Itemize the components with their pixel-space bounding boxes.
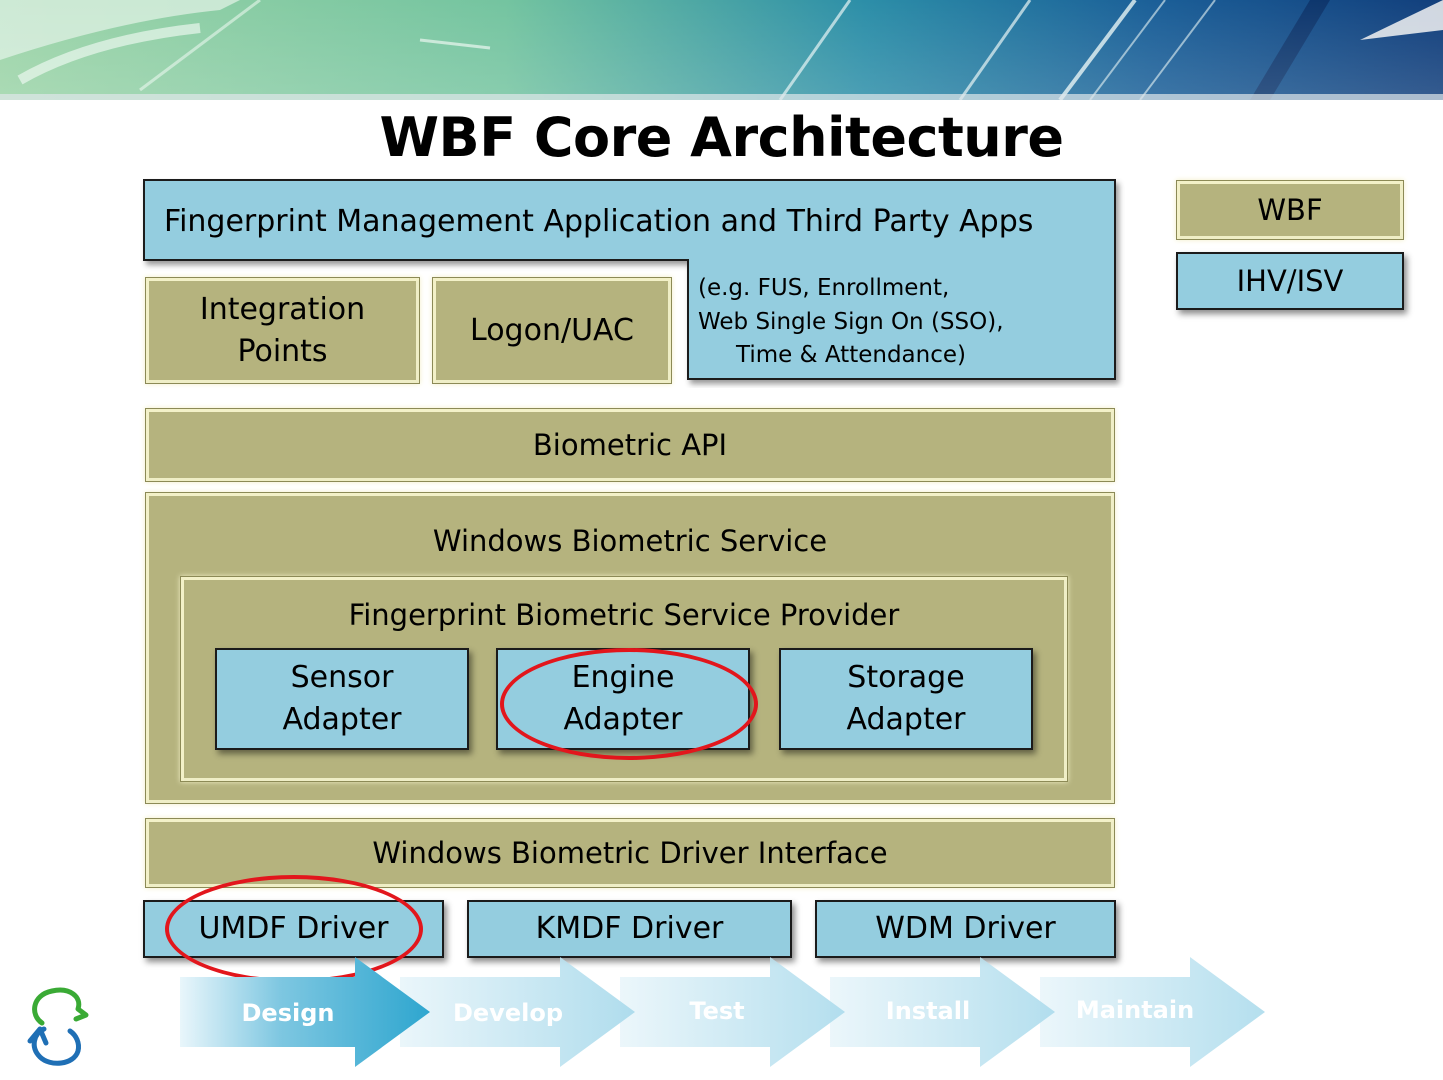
process-design: Design: [242, 999, 335, 1027]
legend-wbf: WBF: [1176, 180, 1404, 240]
kmdf-driver-label: KMDF Driver: [535, 911, 724, 946]
arrow-design: [180, 957, 430, 1067]
engine-adapter-highlight: [500, 648, 758, 760]
integration-points-box: Integration Points: [145, 277, 420, 384]
service-provider-label: Fingerprint Biometric Service Provider: [348, 598, 900, 632]
sensor-adapter-label: Sensor Adapter: [282, 660, 402, 737]
biometric-api-layer: Biometric API: [145, 408, 1115, 482]
arrow-maintain: [1040, 957, 1265, 1067]
logon-uac-box: Logon/UAC: [432, 277, 672, 384]
apps-label: Fingerprint Management Application and T…: [164, 204, 1034, 239]
kmdf-driver-box: KMDF Driver: [467, 900, 792, 958]
apps-example-3: Time & Attendance): [736, 342, 966, 368]
apps-example-1: (e.g. FUS, Enrollment,: [698, 275, 950, 301]
slide-title: WBF Core Architecture: [379, 106, 1064, 169]
arrow-install: [830, 957, 1055, 1067]
biometric-service-label: Windows Biometric Service: [432, 524, 828, 558]
storage-adapter-box: Storage Adapter: [779, 648, 1033, 750]
wdm-driver-box: WDM Driver: [815, 900, 1116, 958]
legend-ihv-isv: IHV/ISV: [1176, 252, 1404, 310]
legend-ihv-isv-label: IHV/ISV: [1236, 264, 1344, 298]
process-install: Install: [886, 997, 970, 1025]
arrow-develop: [400, 957, 635, 1067]
driver-interface-label: Windows Biometric Driver Interface: [372, 836, 888, 870]
sensor-adapter-box: Sensor Adapter: [215, 648, 469, 750]
apps-example-2: Web Single Sign On (SSO),: [698, 309, 1004, 335]
legend-wbf-label: WBF: [1257, 193, 1323, 227]
process-maintain: Maintain: [1076, 996, 1194, 1024]
process-develop: Develop: [453, 999, 563, 1027]
process-test: Test: [689, 997, 744, 1025]
header-banner: [0, 0, 1443, 100]
biometric-api-label: Biometric API: [532, 428, 728, 462]
arrow-test: [620, 957, 845, 1067]
process-arrows: Design Develop Test Install Maintain: [180, 957, 1265, 1067]
wdm-driver-label: WDM Driver: [875, 911, 1056, 946]
storage-adapter-label: Storage Adapter: [846, 660, 966, 737]
logo-icon: [27, 987, 89, 1066]
logon-uac-label: Logon/UAC: [470, 312, 634, 348]
integration-points-label: Integration Points: [199, 291, 366, 369]
apps-block: [143, 179, 1116, 380]
